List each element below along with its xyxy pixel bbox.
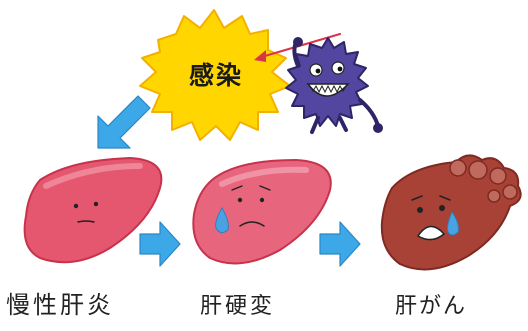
virus-character-icon (286, 37, 383, 133)
arrow-down-left-icon (98, 96, 150, 148)
stage-label-cirrhosis: 肝硬変 (200, 288, 275, 320)
liver-cirrhosis-icon (193, 160, 330, 263)
stage-label-chronic-hepatitis: 慢性肝炎 (6, 285, 114, 320)
arrow-right-icon (140, 222, 180, 266)
stage-label-liver-cancer: 肝がん (395, 288, 467, 320)
liver-cancer-icon (382, 155, 521, 269)
arrow-right-icon (320, 222, 360, 266)
infection-label: 感染 (168, 56, 264, 92)
